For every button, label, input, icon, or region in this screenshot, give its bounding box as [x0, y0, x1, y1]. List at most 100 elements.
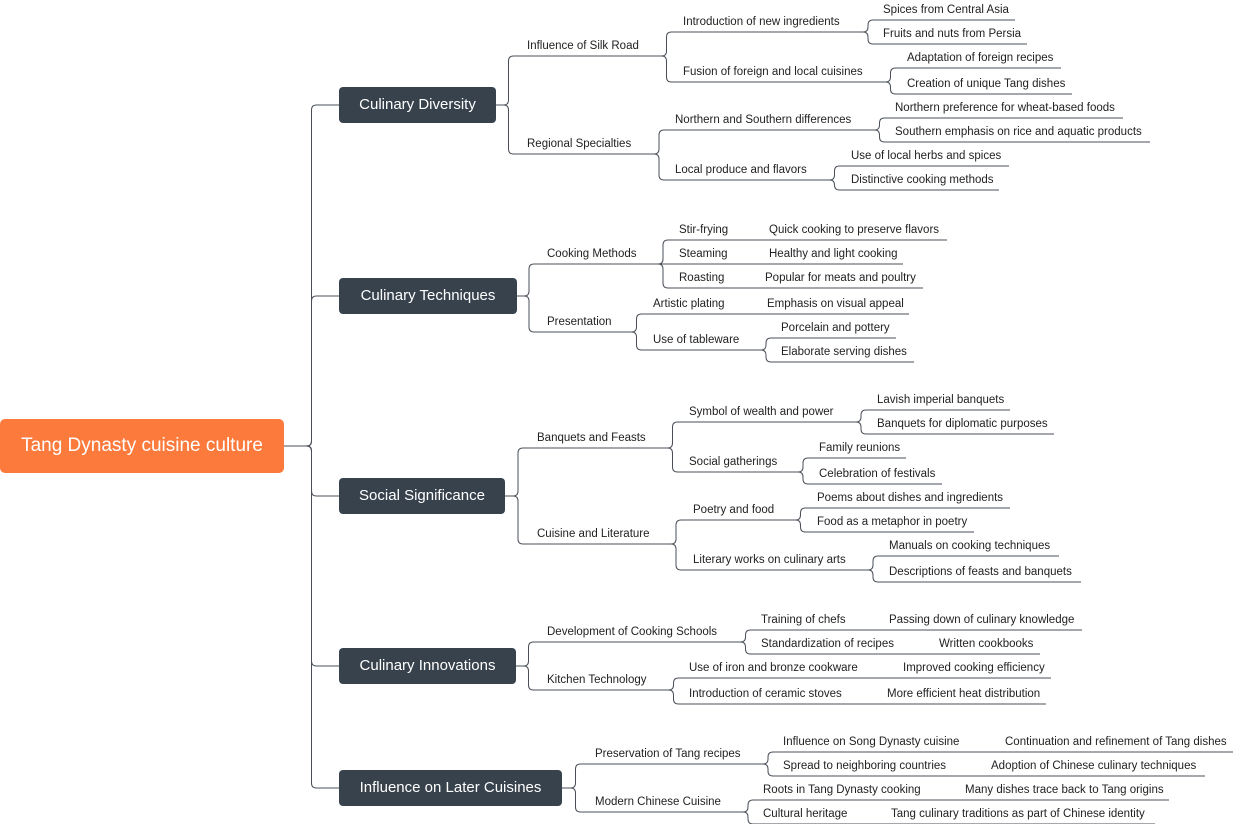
topic-emphasis-on-visual-appeal[interactable]: Emphasis on visual appeal [767, 298, 904, 310]
topic-influence-on-song-dynasty-cuisine[interactable]: Influence on Song Dynasty cuisine [783, 736, 960, 748]
branch-culinary-techniques[interactable]: Culinary Techniques [339, 278, 517, 314]
topic-banquets-and-feasts[interactable]: Banquets and Feasts [537, 432, 646, 444]
topic-modern-chinese-cuisine[interactable]: Modern Chinese Cuisine [595, 796, 721, 808]
topic-artistic-plating[interactable]: Artistic plating [653, 298, 725, 310]
link-to-literary-works-on-culinary-arts [665, 543, 687, 571]
topic-descriptions-of-feasts-and-banquets[interactable]: Descriptions of feasts and banquets [889, 566, 1072, 578]
link-to-adaptation-of-foreign-recipes [880, 67, 901, 83]
topic-healthy-and-light-cooking[interactable]: Healthy and light cooking [769, 248, 898, 260]
link-to-family-reunions [793, 457, 813, 473]
link-to-influence-on-song-dynasty-cuisine [759, 751, 777, 765]
link-to-use-of-local-herbs-and-spices [824, 165, 845, 181]
link-to-local-produce-and-flavors [649, 153, 669, 181]
link-to-food-as-a-metaphor-in-poetry [790, 519, 811, 533]
link-to-modern-chinese-cuisine [562, 787, 589, 813]
link-to-introduction-of-ceramic-stoves [664, 689, 683, 705]
topic-introduction-of-ceramic-stoves[interactable]: Introduction of ceramic stoves [689, 688, 842, 700]
branch-culinary-diversity[interactable]: Culinary Diversity [339, 87, 496, 123]
topic-regional-specialties[interactable]: Regional Specialties [527, 138, 632, 150]
topic-use-of-iron-and-bronze-cookware[interactable]: Use of iron and bronze cookware [689, 662, 858, 674]
topic-quick-cooking-to-preserve-flavors[interactable]: Quick cooking to preserve flavors [769, 224, 940, 236]
topic-roots-in-tang-dynasty-cooking[interactable]: Roots in Tang Dynasty cooking [763, 784, 921, 796]
link-to-training-of-chefs [736, 629, 755, 643]
topic-development-of-cooking-schools[interactable]: Development of Cooking Schools [547, 626, 718, 638]
topic-spices-from-central-asia[interactable]: Spices from Central Asia [883, 4, 1009, 16]
topic-southern-emphasis-on-rice-and-aquatic-products[interactable]: Southern emphasis on rice and aquatic pr… [895, 126, 1142, 138]
topic-standardization-of-recipes[interactable]: Standardization of recipes [761, 638, 894, 650]
topic-more-efficient-heat-distribution[interactable]: More efficient heat distribution [887, 688, 1041, 700]
topic-porcelain-and-pottery[interactable]: Porcelain and pottery [781, 322, 890, 334]
branch-culinary-innovations[interactable]: Culinary Innovations [339, 648, 516, 684]
topic-roasting[interactable]: Roasting [679, 272, 725, 284]
topic-poetry-and-food[interactable]: Poetry and food [693, 504, 775, 516]
topic-adaptation-of-foreign-recipes[interactable]: Adaptation of foreign recipes [907, 52, 1054, 64]
link-to-artistic-plating [626, 313, 647, 333]
topic-popular-for-meats-and-poultry[interactable]: Popular for meats and poultry [765, 272, 916, 284]
topic-lavish-imperial-banquets[interactable]: Lavish imperial banquets [877, 394, 1005, 406]
topic-symbol-of-wealth-and-power[interactable]: Symbol of wealth and power [689, 406, 834, 418]
topic-use-of-local-herbs-and-spices[interactable]: Use of local herbs and spices [851, 150, 1002, 162]
topic-tang-culinary-traditions-as-part-of-chinese-identity[interactable]: Tang culinary traditions as part of Chin… [891, 808, 1145, 820]
topic-local-produce-and-flavors[interactable]: Local produce and flavors [675, 164, 807, 176]
topic-written-cookbooks[interactable]: Written cookbooks [939, 638, 1034, 650]
topic-cooking-methods[interactable]: Cooking Methods [547, 248, 637, 260]
topic-stir-frying[interactable]: Stir-frying [679, 224, 729, 236]
topic-poems-about-dishes-and-ingredients[interactable]: Poems about dishes and ingredients [817, 492, 1004, 504]
topic-celebration-of-festivals[interactable]: Celebration of festivals [819, 468, 936, 480]
link-to-use-of-tableware [626, 331, 647, 351]
link-to-development-of-cooking-schools [516, 641, 541, 667]
topic-kitchen-technology[interactable]: Kitchen Technology [547, 674, 647, 686]
topic-use-of-tableware[interactable]: Use of tableware [653, 334, 740, 346]
topic-food-as-a-metaphor-in-poetry[interactable]: Food as a metaphor in poetry [817, 516, 968, 528]
topic-cuisine-and-literature[interactable]: Cuisine and Literature [537, 528, 650, 540]
topic-creation-of-unique-tang-dishes[interactable]: Creation of unique Tang dishes [907, 78, 1066, 90]
topic-elaborate-serving-dishes[interactable]: Elaborate serving dishes [781, 346, 907, 358]
topic-cultural-heritage[interactable]: Cultural heritage [763, 808, 848, 820]
root-topic[interactable]: Tang Dynasty cuisine culture [0, 419, 284, 473]
topic-influence-of-silk-road[interactable]: Influence of Silk Road [527, 40, 639, 52]
topic-preservation-of-tang-recipes[interactable]: Preservation of Tang recipes [595, 748, 741, 760]
link-root-to-influence-on-later-cuisines [284, 445, 339, 789]
link-to-use-of-iron-and-bronze-cookware [664, 677, 683, 691]
topic-continuation-and-refinement-of-tang-dishes[interactable]: Continuation and refinement of Tang dish… [1005, 736, 1227, 748]
link-to-roasting [653, 263, 673, 289]
branch-influence-on-later-cuisines[interactable]: Influence on Later Cuisines [339, 770, 562, 806]
branch-social-significance[interactable]: Social Significance [339, 478, 505, 514]
topic-manuals-on-cooking-techniques[interactable]: Manuals on cooking techniques [889, 540, 1051, 552]
topic-many-dishes-trace-back-to-tang-origins[interactable]: Many dishes trace back to Tang origins [965, 784, 1164, 796]
topic-banquets-for-diplomatic-purposes[interactable]: Banquets for diplomatic purposes [877, 418, 1048, 430]
topic-family-reunions[interactable]: Family reunions [819, 442, 901, 454]
link-to-elaborate-serving-dishes [757, 349, 775, 363]
link-to-stir-frying [653, 239, 673, 265]
link-to-fruits-and-nuts-from-persia [859, 31, 877, 45]
link-to-distinctive-cooking-methods [824, 179, 845, 191]
link-to-spices-from-central-asia [859, 19, 877, 33]
link-to-cultural-heritage [739, 811, 757, 825]
link-to-northern-and-southern-differences [649, 129, 669, 155]
link-to-influence-of-silk-road [496, 55, 521, 106]
topic-passing-down-of-culinary-knowledge[interactable]: Passing down of culinary knowledge [889, 614, 1075, 626]
topic-distinctive-cooking-methods[interactable]: Distinctive cooking methods [851, 174, 994, 186]
topic-improved-cooking-efficiency[interactable]: Improved cooking efficiency [903, 662, 1045, 674]
link-to-poems-about-dishes-and-ingredients [790, 507, 811, 521]
topic-literary-works-on-culinary-arts[interactable]: Literary works on culinary arts [693, 554, 846, 566]
link-to-spread-to-neighboring-countries [759, 763, 777, 777]
link-to-fusion-of-foreign-and-local-cuisines [656, 55, 677, 83]
topic-northern-and-southern-differences[interactable]: Northern and Southern differences [675, 114, 852, 126]
topic-fusion-of-foreign-and-local-cuisines[interactable]: Fusion of foreign and local cuisines [683, 66, 863, 78]
topic-introduction-of-new-ingredients[interactable]: Introduction of new ingredients [683, 16, 840, 28]
link-to-social-gatherings [662, 447, 683, 473]
link-to-cuisine-and-literature [505, 495, 531, 545]
topic-training-of-chefs[interactable]: Training of chefs [761, 614, 846, 626]
link-to-standardization-of-recipes [736, 641, 755, 655]
topic-adoption-of-chinese-culinary-techniques[interactable]: Adoption of Chinese culinary techniques [991, 760, 1197, 772]
topic-northern-preference-for-wheat-based-foods[interactable]: Northern preference for wheat-based food… [895, 102, 1115, 114]
topic-steaming[interactable]: Steaming [679, 248, 728, 260]
topic-fruits-and-nuts-from-persia[interactable]: Fruits and nuts from Persia [883, 28, 1022, 40]
topic-presentation[interactable]: Presentation [547, 316, 612, 328]
topic-spread-to-neighboring-countries[interactable]: Spread to neighboring countries [783, 760, 947, 772]
topic-social-gatherings[interactable]: Social gatherings [689, 456, 778, 468]
link-to-southern-emphasis-on-rice-and-aquatic-products [870, 129, 889, 143]
